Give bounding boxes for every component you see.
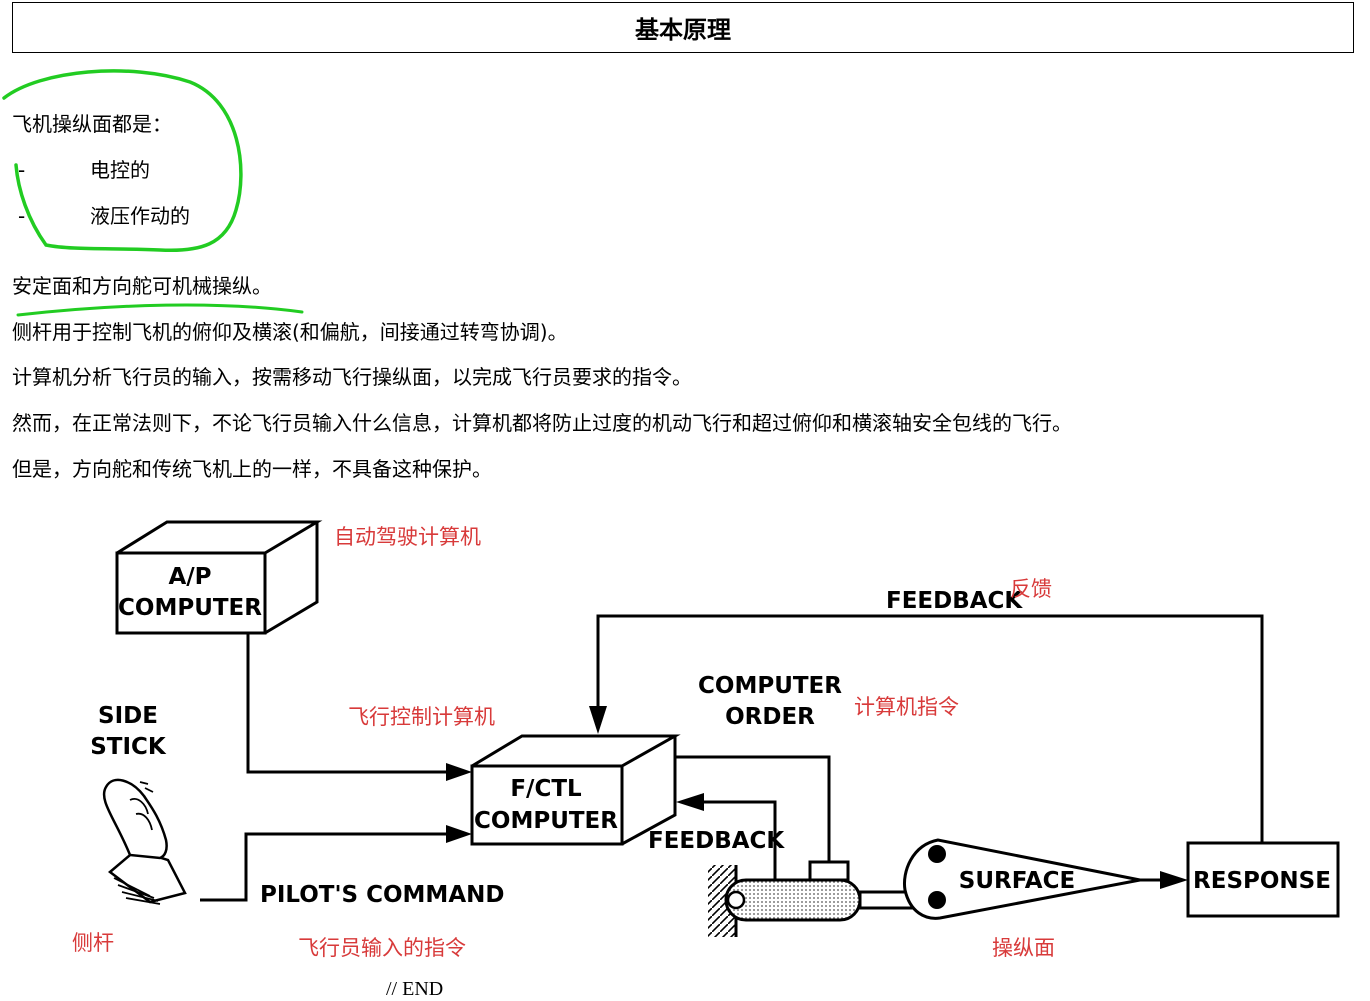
feedback-loop-line — [596, 614, 1264, 843]
feedback-actuator-label: FEEDBACK — [648, 828, 785, 854]
page-title: 基本原理 — [12, 2, 1354, 53]
fctl-computer-annotation: 飞行控制计算机 — [348, 705, 495, 729]
fctl-computer-label: F/CTL — [510, 776, 582, 802]
bullet-dash: - — [18, 158, 26, 182]
surface-annotation: 操纵面 — [992, 936, 1055, 960]
ap-to-fctl-line — [246, 633, 452, 774]
computer-order-annotation: 计算机指令 — [854, 695, 959, 719]
arrowheads — [446, 706, 1188, 889]
pilot-command-line — [200, 832, 452, 902]
paragraph: 计算机分析飞行员的输入，按需移动飞行操纵面，以完成飞行员要求的指令。 — [12, 365, 692, 389]
ap-computer-label: A/P — [168, 564, 211, 590]
side-stick-label: STICK — [90, 734, 167, 760]
computer-order-label: COMPUTER — [698, 673, 842, 699]
end-marker: // END — [386, 978, 444, 1000]
feedback-label: FEEDBACK — [886, 588, 1023, 614]
fly-by-wire-diagram: A/P COMPUTER F/CTL COMPUTER SIDE STICK P… — [72, 520, 1340, 960]
ap-computer-label: COMPUTER — [118, 595, 262, 621]
list-item: 电控的 — [90, 158, 150, 182]
paragraph: 然而，在正常法则下，不论飞行员输入什么信息，计算机都将防止过度的机动飞行和超过俯… — [12, 411, 1072, 435]
surface-label: SURFACE — [959, 868, 1075, 894]
ap-computer-annotation: 自动驾驶计算机 — [334, 525, 481, 549]
actuator-feedback-line — [700, 800, 777, 880]
computer-order-label: ORDER — [725, 704, 815, 730]
paragraph: 但是，方向舵和传统飞机上的一样，不具备这种保护。 — [12, 457, 492, 481]
fctl-computer-box — [470, 734, 681, 846]
paragraph: 侧杆用于控制飞机的俯仰及横滚(和偏航，间接通过转弯协调)。 — [12, 320, 568, 344]
actuator — [708, 860, 938, 937]
highlight-scribble — [2, 69, 304, 317]
computer-order-line — [675, 755, 831, 862]
list-item: 液压作动的 — [90, 204, 190, 228]
side-stick-label: SIDE — [98, 703, 158, 729]
feedback-annotation: 反馈 — [1010, 577, 1052, 601]
intro-heading: 飞机操纵面都是： — [12, 112, 172, 136]
paragraph: 安定面和方向舵可机械操纵。 — [12, 274, 272, 298]
side-stick-annotation: 侧杆 — [72, 931, 114, 955]
response-label: RESPONSE — [1193, 868, 1331, 894]
pilot-command-label: PILOT'S COMMAND — [260, 882, 504, 908]
bullet-dash: - — [18, 204, 26, 228]
surface-shape — [902, 838, 1141, 920]
ap-computer-box — [115, 520, 323, 635]
fctl-computer-label: COMPUTER — [474, 808, 618, 834]
pilot-command-annotation: 飞行员输入的指令 — [298, 936, 466, 960]
side-stick-icon — [102, 778, 187, 905]
